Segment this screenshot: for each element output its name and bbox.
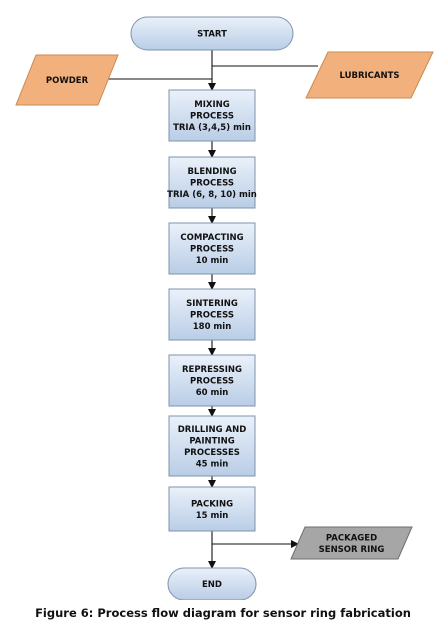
figure-caption: Figure 6: Process flow diagram for senso… xyxy=(35,606,411,620)
packaged-sensor-ring-output-label-2: SENSOR RING xyxy=(319,545,385,555)
compacting-process-box-label-2: PROCESS xyxy=(190,245,234,255)
sintering-process-box-label-1: SINTERING xyxy=(186,299,238,309)
repressing-process-box-label-2: PROCESS xyxy=(190,377,234,387)
mixing-process-box-label-2: PROCESS xyxy=(190,112,234,122)
mixing-process-box-label-3: TRIA (3,4,5) min xyxy=(173,123,251,133)
repressing-process-box-label-3: 60 min xyxy=(196,388,229,398)
end-terminal: END xyxy=(167,567,257,600)
compacting-process-box-label-1: COMPACTING xyxy=(180,233,243,243)
packing-process-box-label-1: PACKING xyxy=(191,499,233,509)
packing-process-box-label-2: 15 min xyxy=(196,511,229,521)
packing-process-box: PACKING 15 min xyxy=(168,486,256,532)
blending-process-box-label-1: BLENDING xyxy=(187,167,236,177)
powder-input-label-1: POWDER xyxy=(46,76,89,86)
repressing-process-box-label-1: REPRESSING xyxy=(182,365,242,375)
drilling-painting-process-box-label-4: 45 min xyxy=(196,459,229,469)
mixing-process-box-label-1: MIXING xyxy=(194,100,229,110)
lubricants-input: LUBRICANTS xyxy=(305,51,434,99)
sintering-process-box-label-2: PROCESS xyxy=(190,311,234,321)
sintering-process-box-label-3: 180 min xyxy=(193,322,232,332)
blending-process-box-label-2: PROCESS xyxy=(190,179,234,189)
packaged-sensor-ring-output-label-1: PACKAGED xyxy=(326,533,377,543)
start-terminal: START xyxy=(130,16,294,51)
drilling-painting-process-box-label-3: PROCESSES xyxy=(184,448,240,458)
lubricants-input-label-1: LUBRICANTS xyxy=(339,71,399,81)
end-terminal-label-1: END xyxy=(202,580,222,590)
powder-input: POWDER xyxy=(15,54,119,106)
packaged-sensor-ring-output: PACKAGED SENSOR RING xyxy=(290,526,413,560)
drilling-painting-process-box-label-2: PAINTING xyxy=(189,436,234,446)
drilling-painting-process-box-label-1: DRILLING AND xyxy=(178,425,247,435)
blending-process-box-label-3: TRIA (6, 8, 10) min xyxy=(167,190,257,200)
compacting-process-box-label-3: 10 min xyxy=(196,256,229,266)
start-terminal-label-1: START xyxy=(197,30,227,40)
